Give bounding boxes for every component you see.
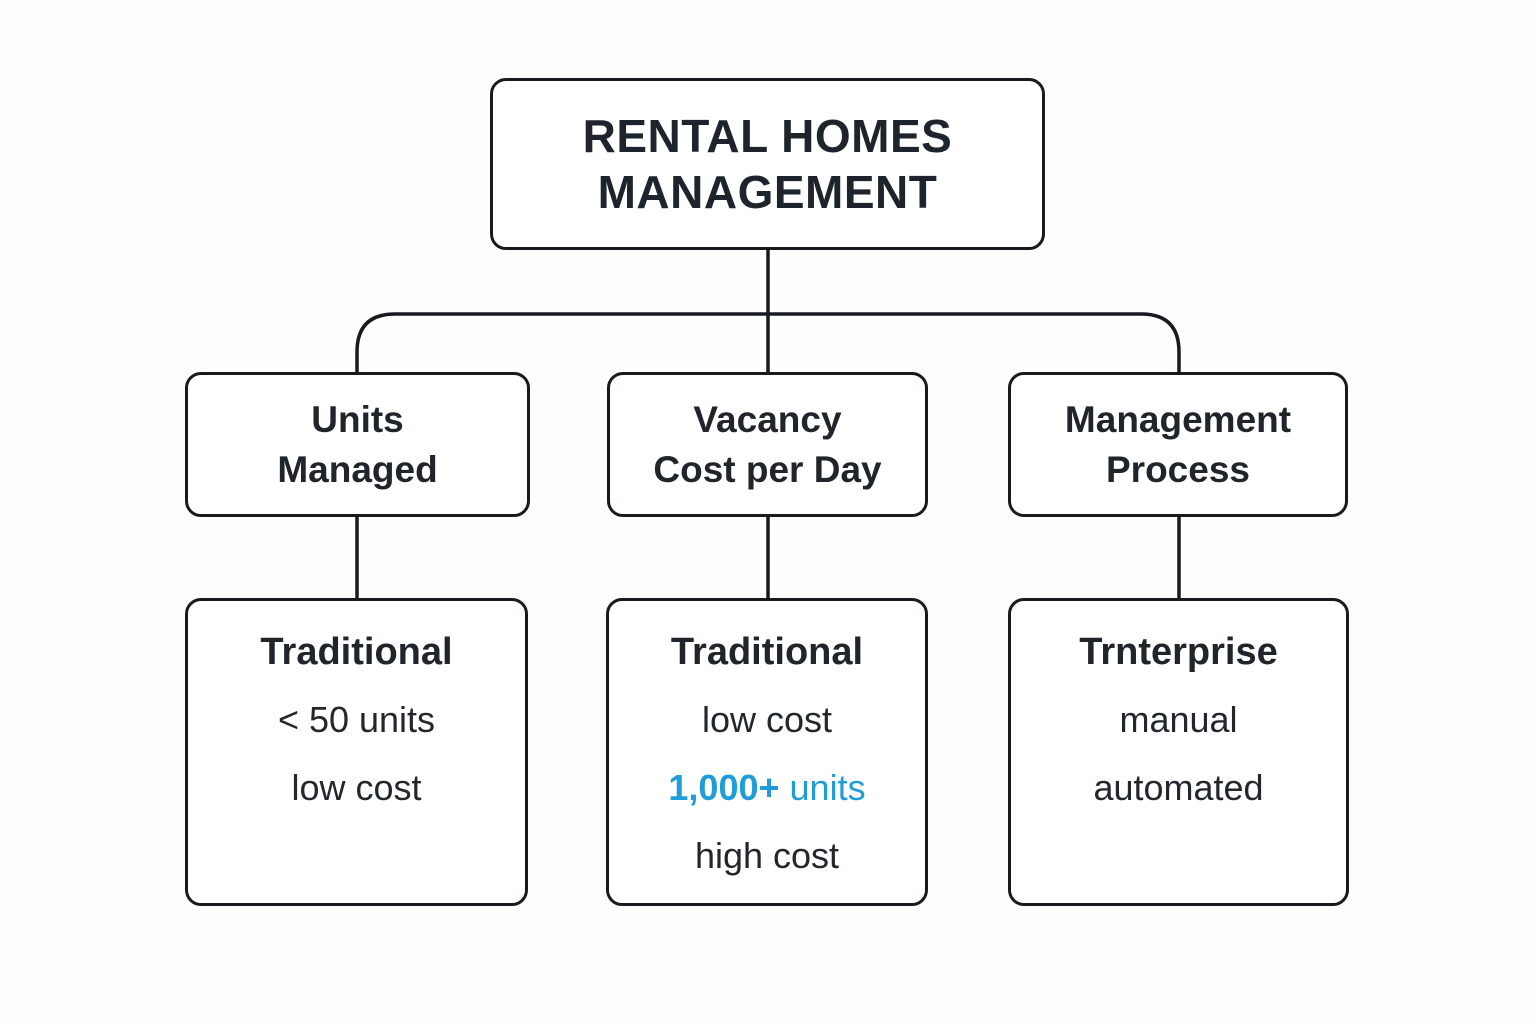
detail-node-vacancy-cost-per-day: Traditional low cost 1,000+ units high c… xyxy=(606,598,928,906)
detail-heading: Trnterprise xyxy=(1079,631,1278,673)
detail-row: low cost xyxy=(701,699,833,740)
branch-node-management-process: Management Process xyxy=(1008,372,1348,517)
branch-title-line: Managed xyxy=(277,448,438,490)
highlight-value: 1,000+ xyxy=(668,767,780,808)
branch-node-units-managed: Units Managed xyxy=(185,372,530,517)
detail-heading: Traditional xyxy=(260,631,453,673)
branch-title-line: Cost per Day xyxy=(653,448,882,490)
detail-row: automated xyxy=(1093,767,1264,808)
branch-title-line: Vacancy xyxy=(693,398,842,440)
branch-node-vacancy-cost-per-day: Vacancy Cost per Day xyxy=(607,372,928,517)
detail-row: manual xyxy=(1119,699,1238,740)
branch-title-line: Process xyxy=(1106,448,1250,490)
detail-row-highlighted-units: 1,000+ units xyxy=(668,765,865,811)
branch-title-line: Units xyxy=(311,398,404,440)
detail-row: < 50 units xyxy=(277,699,436,740)
root-title-line-2: MANAGEMENT xyxy=(597,166,938,218)
branch-title-line: Management xyxy=(1064,398,1292,440)
detail-node-units-managed: Traditional < 50 units low cost xyxy=(185,598,528,906)
root-node-rental-homes-management: RENTAL HOMES MANAGEMENT xyxy=(490,78,1045,250)
detail-row: low cost xyxy=(291,767,422,808)
connector-rail xyxy=(355,312,1181,372)
detail-heading: Traditional xyxy=(670,631,864,673)
detail-node-management-process: Trnterprise manual automated xyxy=(1008,598,1349,906)
detail-row: high cost xyxy=(694,835,840,876)
root-title-line-1: RENTAL HOMES xyxy=(582,110,953,162)
highlight-label: units xyxy=(779,767,866,808)
